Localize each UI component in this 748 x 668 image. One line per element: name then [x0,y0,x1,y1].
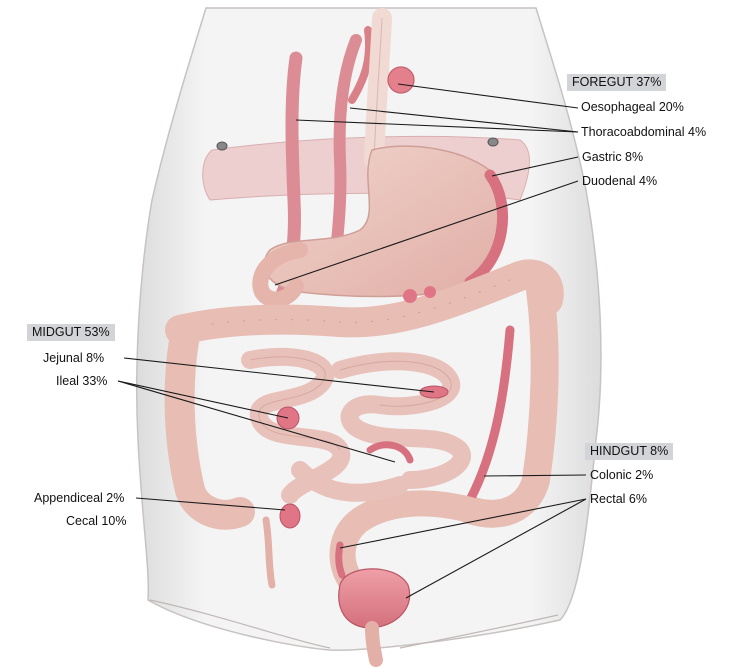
mesentery-node-2 [424,286,436,298]
label-duodenal: Duodenal 4% [582,174,657,189]
label-oesophageal: Oesophageal 20% [581,100,684,115]
oesophageal-nodule [388,67,414,93]
label-ileal: Ileal 33% [56,374,107,389]
label-appendiceal: Appendiceal 2% [34,491,124,506]
label-colonic: Colonic 2% [590,468,653,483]
cecal-lesion [280,504,300,528]
anal-canal [372,628,376,660]
hindgut-header: HINDGUT 8% [585,443,673,460]
foregut-header: FOREGUT 37% [567,74,666,91]
label-rectal: Rectal 6% [590,492,647,507]
midgut-header: MIDGUT 53% [27,324,115,341]
label-gastric: Gastric 8% [582,150,643,165]
mesentery-node [403,289,417,303]
sigmoid-vessel [339,545,342,575]
label-cecal: Cecal 10% [66,514,126,529]
label-thoracoabdominal: Thoracoabdominal 4% [581,125,706,140]
rib-mark-left [217,142,227,150]
rib-mark-right [488,138,498,146]
label-jejunal: Jejunal 8% [43,351,104,366]
